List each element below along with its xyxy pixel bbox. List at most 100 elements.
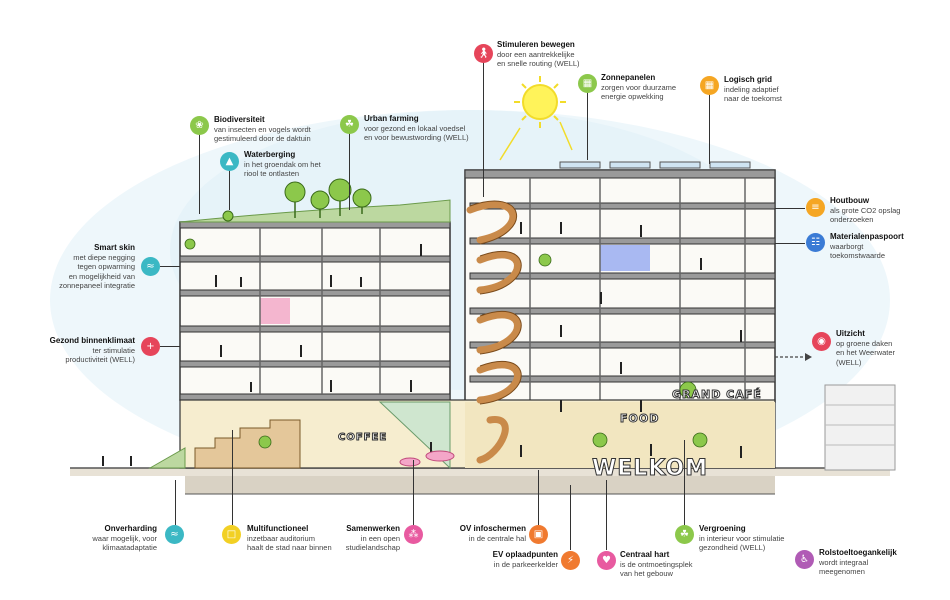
leader-line xyxy=(709,94,710,164)
callout-desc: van het gebouw xyxy=(620,569,673,579)
callout-materialenpaspoort: Materialenpaspoort waarborgt toekomstwaa… xyxy=(830,232,945,261)
presentation-icon: □ xyxy=(222,525,241,544)
callout-desc: meegenomen xyxy=(819,567,865,577)
leader-line xyxy=(175,480,176,525)
callout-biodiversiteit: Biodiversiteit van insecten en vogels wo… xyxy=(214,115,334,144)
spiral-stair-edge xyxy=(469,200,522,405)
wood-icon: ≡ xyxy=(806,198,825,217)
callout-desc: inzetbaar auditorium xyxy=(247,534,315,543)
water-drop-icon: ▲ xyxy=(220,152,239,171)
leaf-icon: ☘ xyxy=(675,525,694,544)
ground xyxy=(70,467,890,495)
sun-icon xyxy=(499,76,573,161)
callout-centraal-hart: Centraal hart is de ontmoetingsplek van … xyxy=(620,550,730,579)
callout-desc: is de ontmoetingsplek xyxy=(620,560,693,569)
callout-desc: in de parkeerkelder xyxy=(493,560,558,569)
callout-desc: productiviteit (WELL) xyxy=(65,355,135,365)
callout-title: Houtbouw xyxy=(830,196,870,205)
leader-line xyxy=(160,266,180,267)
callout-desc: toekomstwaarde xyxy=(830,251,886,261)
callout-ev-oplaadpunten: EV oplaadpunten in de parkeerkelder xyxy=(468,550,558,569)
callout-desc: ter stimulatie xyxy=(92,346,135,355)
interior-plants xyxy=(184,238,708,449)
callout-title: Stimuleren bewegen xyxy=(497,40,575,49)
left-garden xyxy=(148,447,186,469)
callout-desc: voor gezond en lokaal voedsel xyxy=(364,124,466,133)
callout-waterberging: Waterberging in het groendak om het rioo… xyxy=(244,150,344,179)
waves-icon: ≈ xyxy=(165,525,184,544)
eye-icon: ◉ xyxy=(812,332,831,351)
callout-desc: waarborgt xyxy=(830,242,864,251)
callout-desc: in de centrale hal xyxy=(468,534,526,543)
leader-line xyxy=(483,62,484,197)
solar-panel-icon: ▦ xyxy=(578,74,597,93)
callout-samenwerken: Samenwerken in een open studielandschap xyxy=(320,524,400,553)
leader-line xyxy=(606,480,607,550)
callout-title: Logisch grid xyxy=(724,75,772,84)
callout-desc: als grote CO2 opslag xyxy=(830,206,901,215)
wheelchair-icon: ♿︎ xyxy=(795,550,814,569)
callout-title: Multifunctioneel xyxy=(247,524,309,533)
callout-desc: zorgen voor duurzame xyxy=(601,83,677,92)
callout-desc: tegen opwarming xyxy=(77,262,135,272)
callout-vergroening: Vergroening in interieur voor stimulatie… xyxy=(699,524,819,553)
callout-desc: riool te ontlasten xyxy=(244,169,300,179)
callout-title: Centraal hart xyxy=(620,550,670,559)
callout-onverharding: Onverharding waar mogelijk, voor klimaat… xyxy=(55,524,157,553)
callout-title: Gezond binnenklimaat xyxy=(49,336,135,345)
callout-ov-infoschermen: OV infoschermen in de centrale hal xyxy=(440,524,526,543)
callout-desc: gezondheid (WELL) xyxy=(699,543,766,553)
callout-desc: op groene daken xyxy=(836,339,893,348)
callout-rolstoeltoegankelijk: Rolstoeltoegankelijk wordt integraal mee… xyxy=(819,548,939,577)
callout-title: Uitzicht xyxy=(836,329,865,338)
callout-urban-farming: Urban farming voor gezond en lokaal voed… xyxy=(364,114,489,143)
leader-line xyxy=(229,170,230,210)
charging-icon: ⚡︎ xyxy=(561,551,580,570)
callout-title: OV infoschermen xyxy=(459,524,526,533)
left-building xyxy=(179,199,451,403)
callout-desc: waar mogelijk, voor xyxy=(92,534,157,543)
callout-desc: zonnepaneel integratie xyxy=(59,281,135,291)
leader-line xyxy=(587,90,588,160)
callout-desc: met diepe negging xyxy=(73,253,135,262)
heart-icon: ♥ xyxy=(597,551,616,570)
bus-icon: ▣ xyxy=(529,525,548,544)
health-plus-icon: + xyxy=(141,337,160,356)
food-sign: FOOD xyxy=(619,412,660,426)
spiral-stair xyxy=(466,201,521,464)
callout-desc: en snelle routing (WELL) xyxy=(497,59,580,69)
callout-multifunctioneel: Multifunctioneel inzetbaar auditorium ha… xyxy=(247,524,357,553)
callout-desc: door een aantrekkelijke xyxy=(497,50,575,59)
callout-title: Waterberging xyxy=(244,150,296,159)
callout-desc: en voor bewustwording (WELL) xyxy=(364,133,469,143)
grand-cafe-sign: GRAND CAFÉ xyxy=(672,388,762,402)
bug-icon: ❀ xyxy=(190,116,209,135)
background-building xyxy=(824,384,896,471)
leader-line xyxy=(413,460,414,525)
callout-desc: wordt integraal xyxy=(819,558,869,567)
callout-title: Rolstoeltoegankelijk xyxy=(819,548,897,557)
welkom-sign: WELKOM xyxy=(592,456,708,482)
leader-line xyxy=(684,440,685,525)
leader-line xyxy=(775,243,805,244)
callout-desc: in interieur voor stimulatie xyxy=(699,534,785,543)
callout-desc: en mogelijkheid van xyxy=(68,271,135,281)
leader-line xyxy=(775,208,805,209)
callout-houtbouw: Houtbouw als grote CO2 opslag onderzoeke… xyxy=(830,196,940,225)
walking-person-icon: 🚶︎ xyxy=(474,44,493,63)
pink-seating xyxy=(399,450,455,467)
callout-desc: haalt de stad naar binnen xyxy=(247,543,332,553)
callout-desc: in het groendak om het xyxy=(244,160,321,169)
callout-desc: indeling adaptief xyxy=(724,85,779,94)
leader-line xyxy=(160,346,180,347)
callout-stimuleren-bewegen: Stimuleren bewegen door een aantrekkelij… xyxy=(497,40,617,69)
callout-title: Onverharding xyxy=(104,524,157,533)
callout-smart-skin: Smart skin met diepe negging tegen opwar… xyxy=(30,243,135,291)
callout-desc: gestimuleerd door de daktuin xyxy=(214,134,311,144)
callout-desc: naar de toekomst xyxy=(724,94,782,104)
callout-title: Samenwerken xyxy=(346,524,400,533)
callout-desc: studielandschap xyxy=(345,543,400,553)
leader-line xyxy=(349,130,350,210)
callout-desc: in een open xyxy=(360,534,400,543)
